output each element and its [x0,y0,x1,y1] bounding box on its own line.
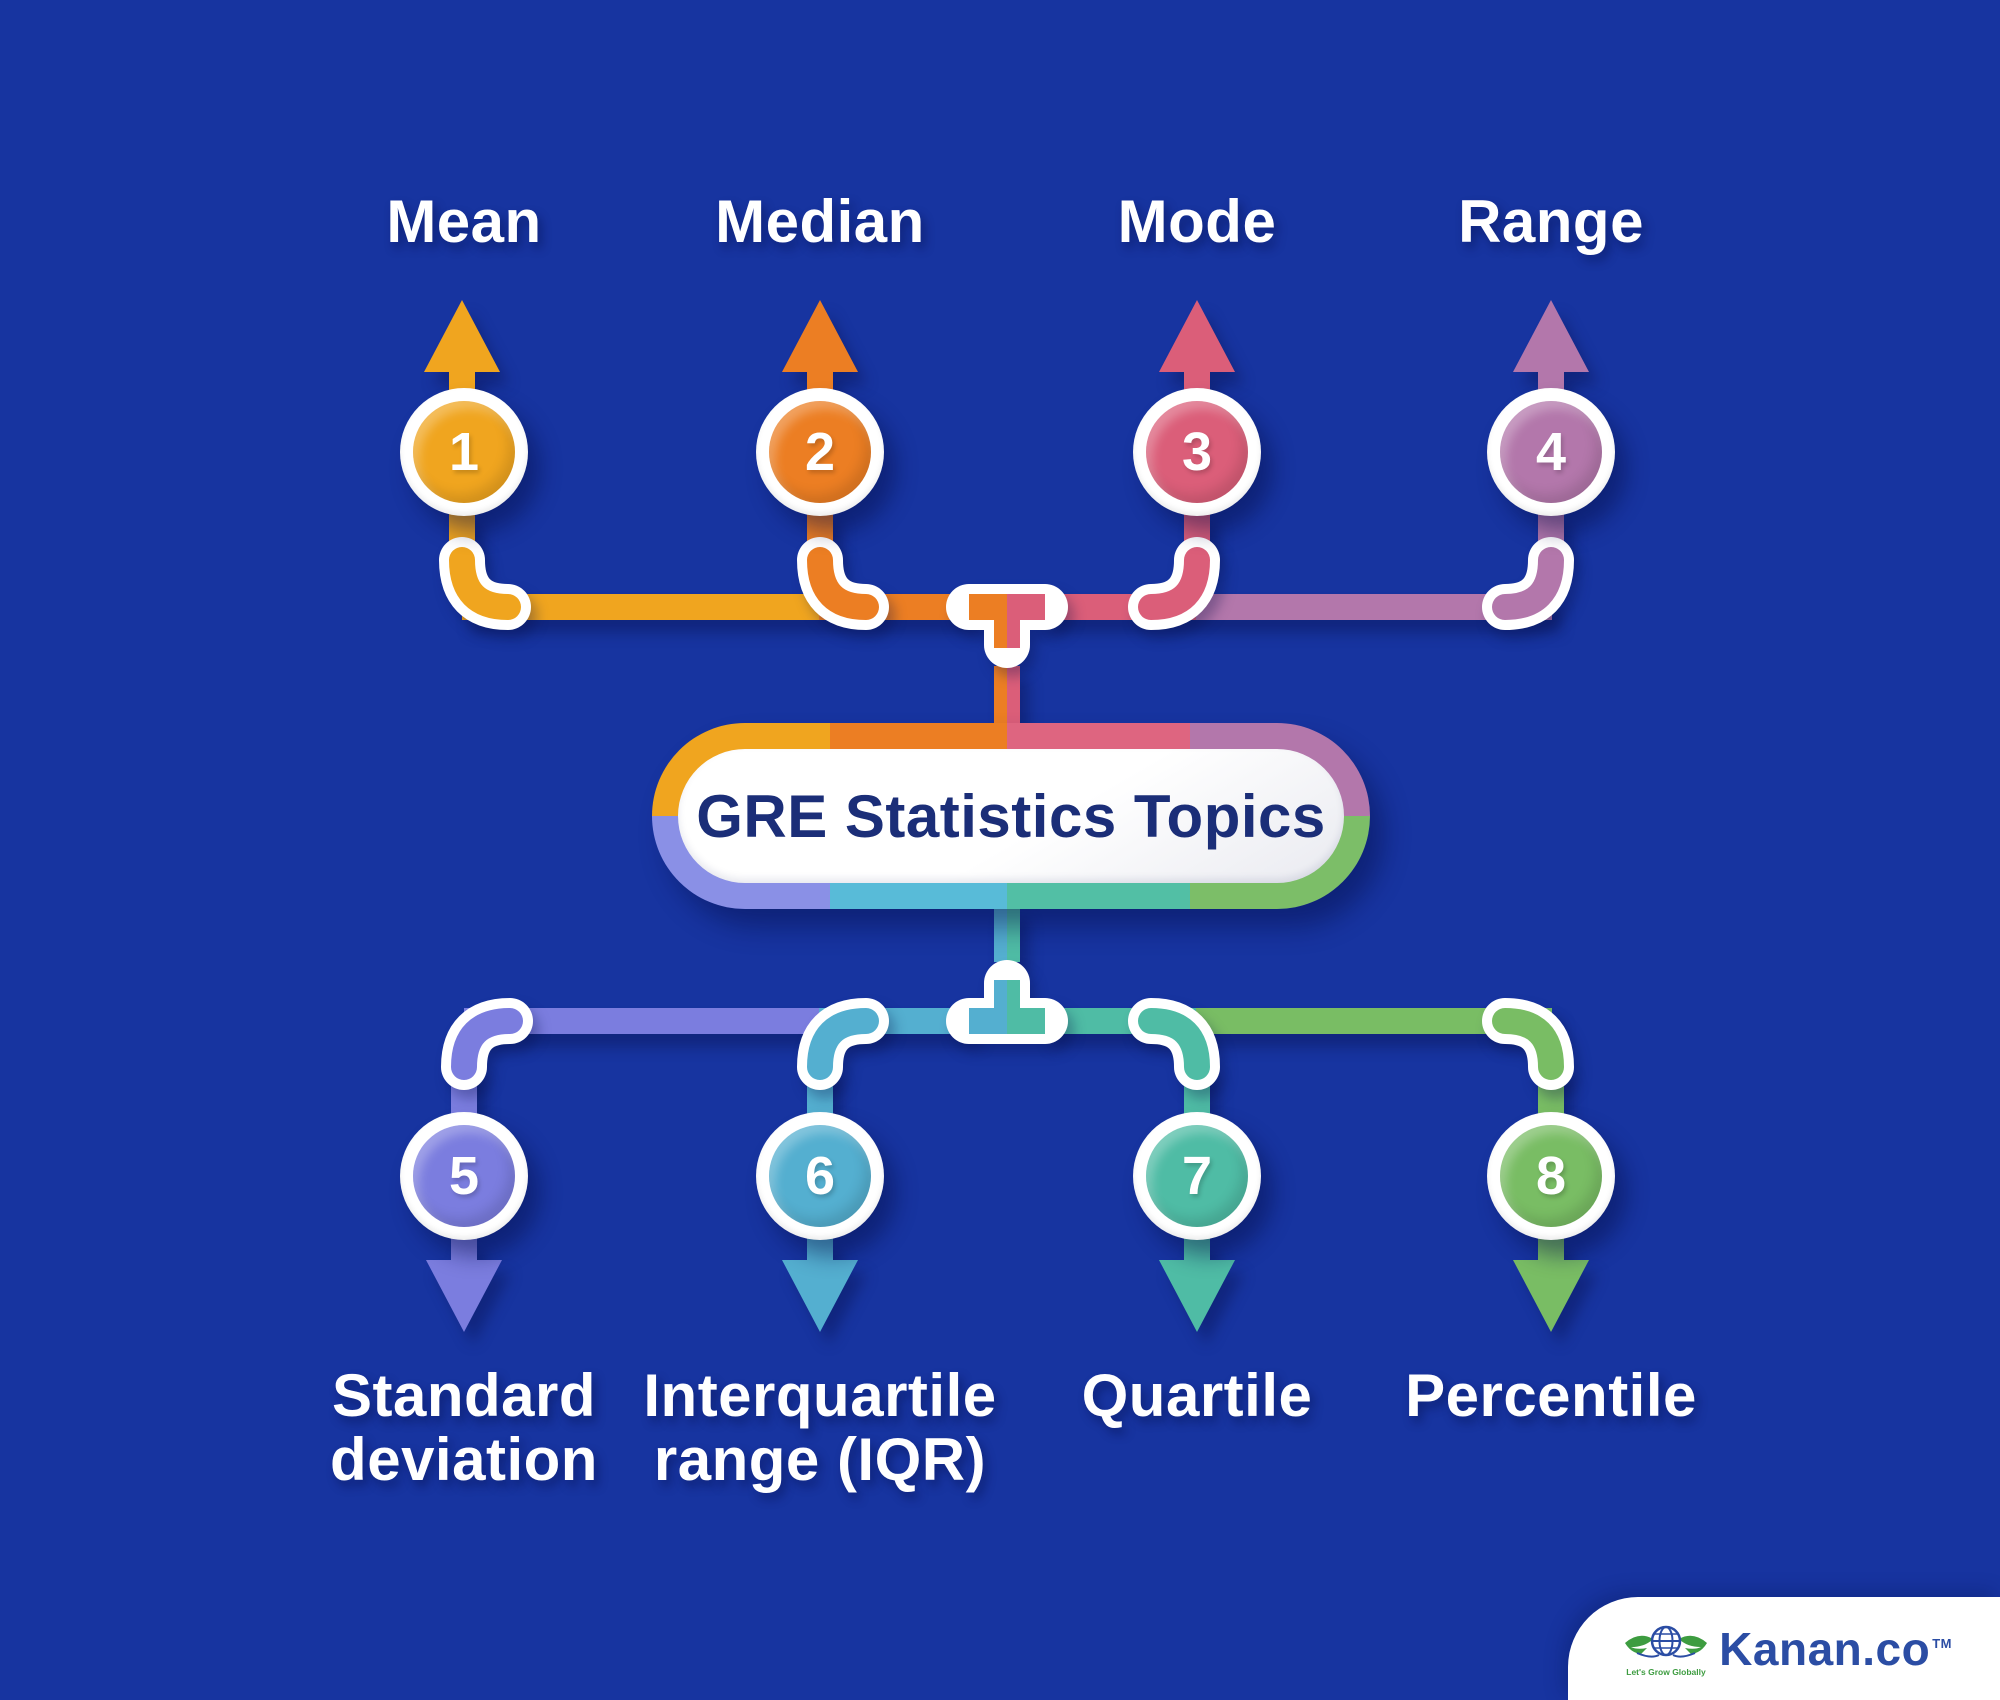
node-circle-fill: 8 [1500,1125,1602,1227]
node-label-percentile: Percentile [1405,1362,1697,1429]
node-number: 7 [1181,1146,1213,1206]
node-circle-6: 6 [756,1112,884,1240]
node-label-median: Median [715,188,925,255]
node-circle-fill: 5 [413,1125,515,1227]
arrow-up-icon-4 [1513,300,1589,372]
node-number: 4 [1535,422,1567,482]
node-circle-3: 3 [1133,388,1261,516]
node-number: 2 [804,422,836,482]
node-circle-fill: 7 [1146,1125,1248,1227]
bottom-junction [969,980,1045,1034]
arrow-up-icon-3 [1159,300,1235,372]
node-label-mode: Mode [1117,188,1277,255]
node-number: 6 [804,1146,836,1206]
node-circle-7: 7 [1133,1112,1261,1240]
center-pill: GRE Statistics Topics [652,723,1370,909]
pill-face: GRE Statistics Topics [678,749,1344,883]
elbow-5 [451,1008,523,1080]
node-label-quartile: Quartile [1081,1362,1313,1429]
arrow-down-icon-5 [426,1260,502,1332]
brand-tagline: Let's Grow Globally [1626,1667,1706,1677]
elbow-2 [807,547,879,620]
arrow-up-icon-1 [424,300,500,372]
node-circle-fill: 2 [769,401,871,503]
node-label-interquartile-range: Interquartile range (IQR) [643,1362,997,1493]
arrow-down-icon-8 [1513,1260,1589,1332]
node-circle-fill: 6 [769,1125,871,1227]
laurel-wings-icon [1625,1635,1708,1658]
brand-name-text: Kanan.co [1719,1622,1931,1675]
node-circle-8: 8 [1487,1112,1615,1240]
node-circle-2: 2 [756,388,884,516]
globe-wings-icon: Let's Grow Globally [1623,1617,1709,1681]
top-junction [969,594,1045,648]
elbow-8 [1492,1008,1564,1080]
node-number: 8 [1535,1146,1567,1206]
node-number: 1 [448,422,480,482]
node-label-range: Range [1458,188,1644,255]
arrow-icons [424,300,1589,1332]
elbow-6 [807,1008,879,1080]
page-title: GRE Statistics Topics [696,782,1326,850]
elbow-7 [1138,1008,1210,1080]
arrow-down-icon-7 [1159,1260,1235,1332]
node-label-standard-deviation: Standard deviation [330,1362,598,1493]
node-circle-4: 4 [1487,388,1615,516]
arrow-down-icon-6 [782,1260,858,1332]
node-number: 5 [448,1146,480,1206]
node-label-mean: Mean [386,188,542,255]
node-circle-fill: 3 [1146,401,1248,503]
elbow-4 [1492,547,1564,620]
node-number: 3 [1181,422,1213,482]
arrow-up-icon-2 [782,300,858,372]
node-circle-fill: 4 [1500,401,1602,503]
pill-stems [994,666,1020,962]
node-circle-1: 1 [400,388,528,516]
elbow-1 [449,547,521,620]
globe-icon [1650,1625,1682,1656]
trademark-symbol: TM [1932,1636,1952,1652]
elbow-3 [1138,547,1210,620]
elbow-group [449,547,1564,1080]
node-circle-fill: 1 [413,401,515,503]
node-circle-5: 5 [400,1112,528,1240]
